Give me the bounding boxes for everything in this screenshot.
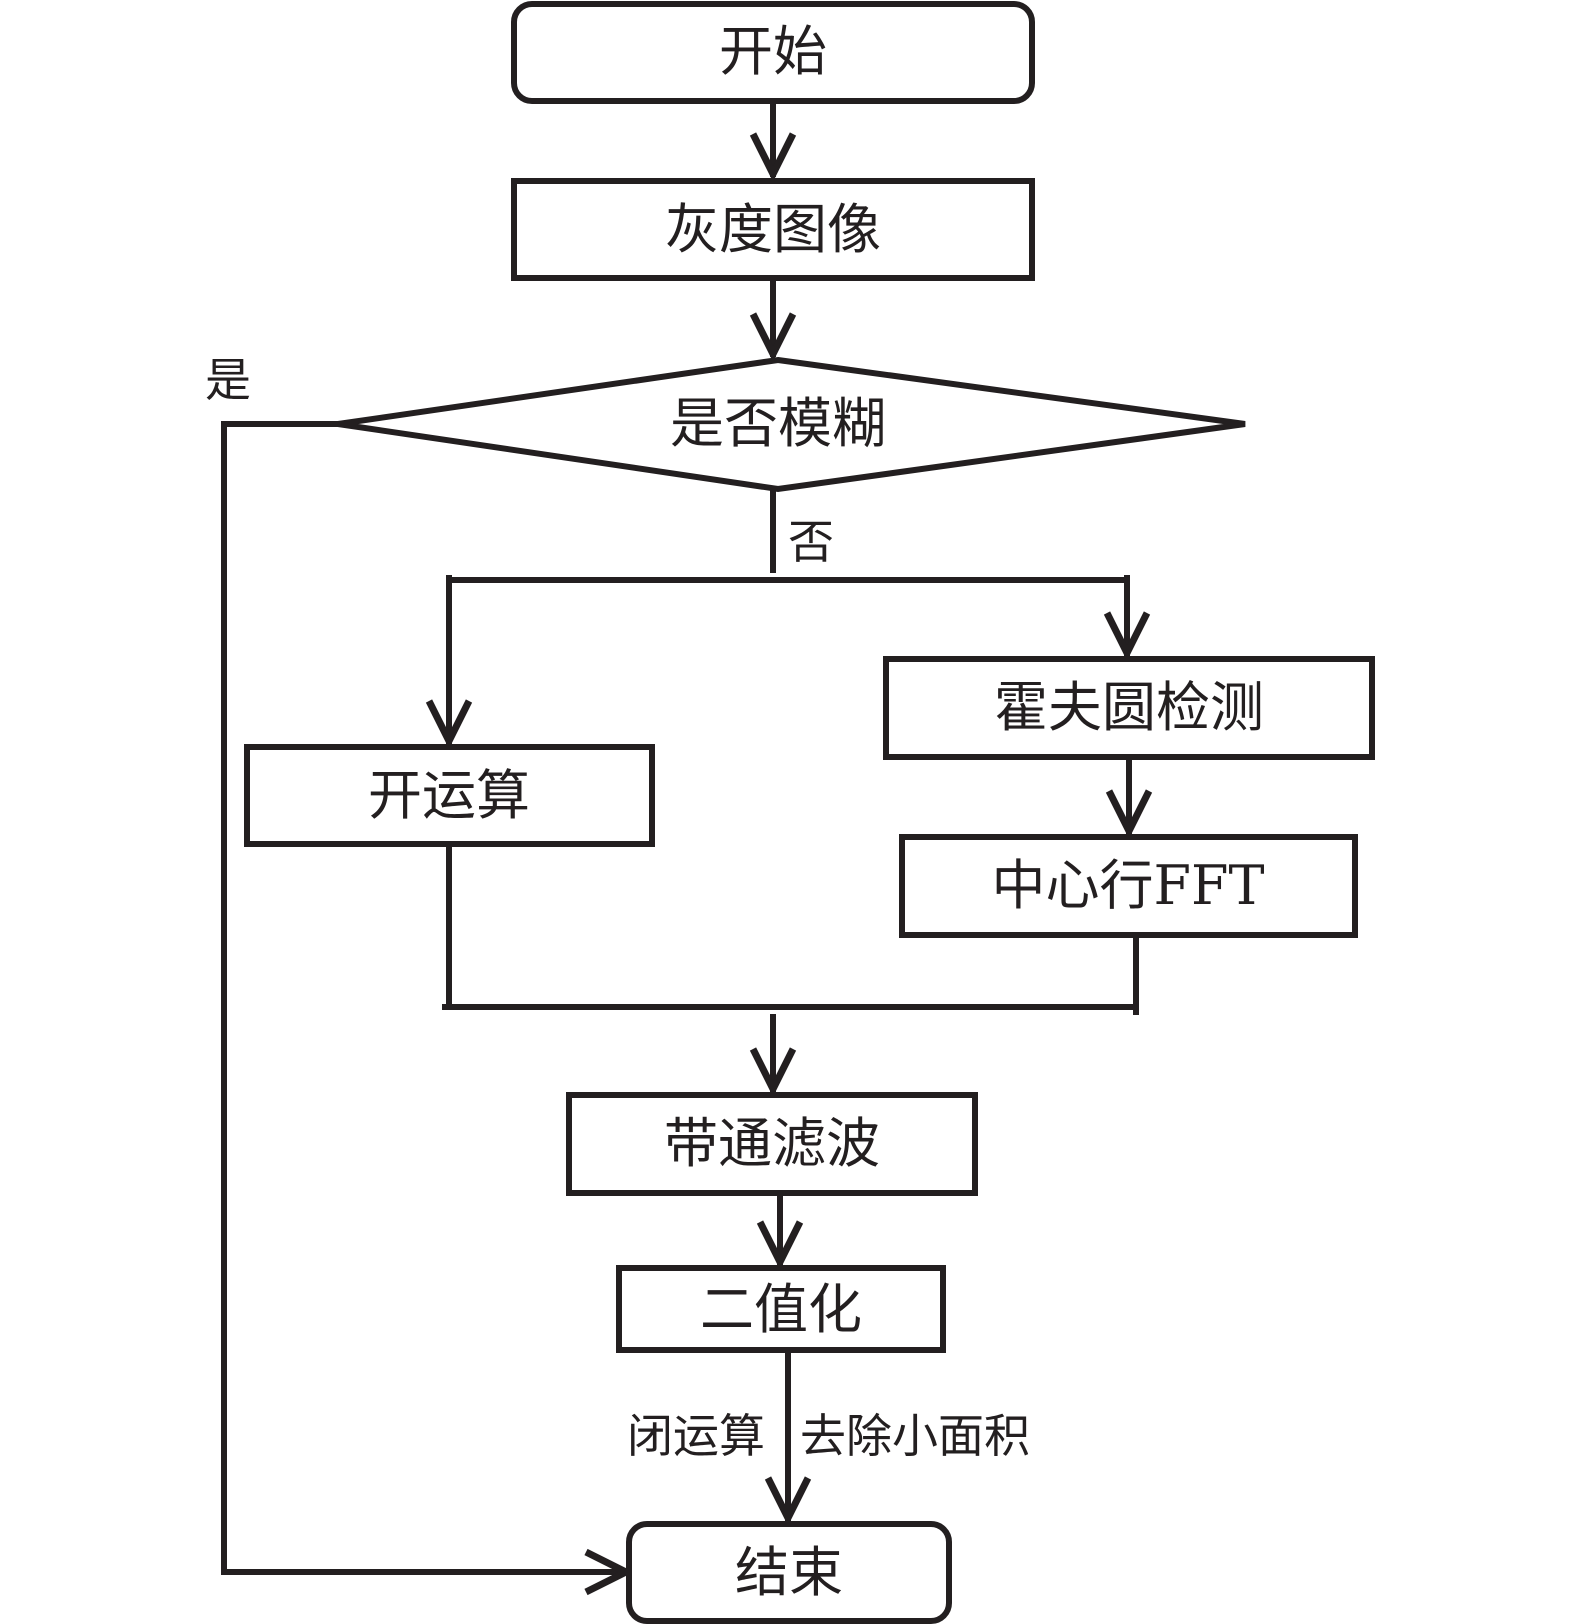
no-edge-label: 否 [788,515,834,569]
start-label: 开始 [719,20,827,83]
bandpass-label: 带通滤波 [664,1112,880,1175]
end-label: 结束 [735,1541,843,1604]
center-fft-node: 中心行FFT [899,834,1358,938]
gray-image-node: 灰度图像 [511,178,1035,281]
center-fft-label: 中心行FFT [992,854,1265,917]
binarize-label: 二值化 [700,1278,862,1341]
blur-decision-label: 是否模糊 [670,392,886,455]
gray-image-label: 灰度图像 [665,198,881,261]
arrow-to-hough [1103,577,1151,661]
start-node: 开始 [511,1,1035,104]
arrow-merge-to-bandpass [749,1014,797,1097]
binarize-node: 二值化 [616,1265,946,1353]
yes-edge-label: 是 [205,353,251,407]
arrow-start-to-gray [749,98,797,182]
bandpass-node: 带通滤波 [566,1092,978,1196]
closing-edge-label: 闭运算 [627,1409,765,1463]
opening-node: 开运算 [244,744,655,847]
blur-decision-node: 是否模糊 [337,356,1246,493]
opening-label: 开运算 [368,764,530,827]
arrow-gray-to-decision [749,275,797,362]
hough-circle-node: 霍夫圆检测 [883,656,1375,760]
hough-circle-label: 霍夫圆检测 [994,676,1264,739]
arrow-binarize-to-end [764,1347,812,1526]
remove-small-edge-label: 去除小面积 [800,1409,1030,1463]
arrow-bandpass-to-binarize [756,1190,804,1270]
merge-lines [442,841,1139,1015]
arrow-hough-to-fft [1105,754,1153,839]
arrow-to-opening [425,577,473,749]
end-node: 结束 [626,1521,952,1624]
